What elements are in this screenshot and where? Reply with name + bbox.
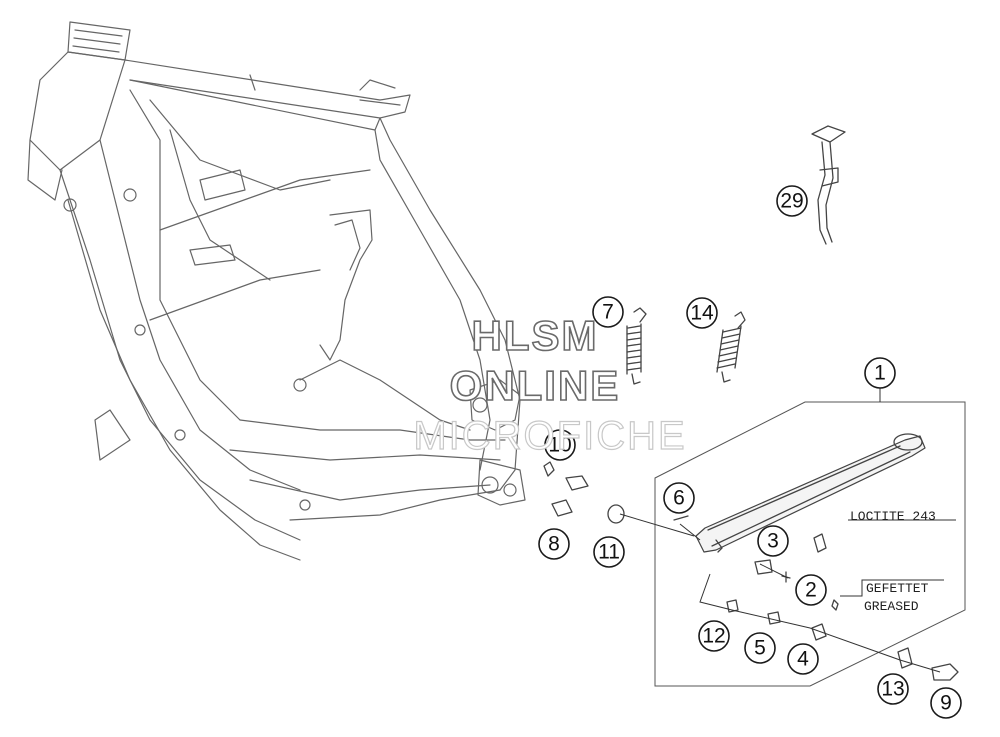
leader-lines: [619, 513, 956, 673]
callout-14[interactable]: 14: [686, 297, 718, 329]
callout-5[interactable]: 5: [744, 632, 776, 664]
callout-14-label: 14: [690, 302, 714, 325]
callout-29-label: 29: [780, 190, 803, 213]
callout-6-label: 6: [673, 487, 685, 510]
callout-2[interactable]: 2: [795, 574, 827, 606]
callout-8[interactable]: 8: [538, 528, 570, 560]
note-greased: GREASED: [864, 599, 919, 614]
callout-7-label: 7: [602, 301, 614, 324]
callout-5-label: 5: [754, 637, 766, 660]
callout-12[interactable]: 12: [698, 620, 730, 652]
callout-13[interactable]: 13: [877, 673, 909, 705]
part-1-side-stand: [695, 433, 926, 553]
callout-10-label: 10: [548, 434, 571, 457]
callout-1-label: 1: [874, 362, 886, 385]
callout-29[interactable]: 29: [776, 185, 808, 217]
part-14-spring: [716, 311, 746, 383]
callout-13-label: 13: [881, 678, 904, 701]
callout-9[interactable]: 9: [930, 687, 962, 719]
callout-4[interactable]: 4: [787, 643, 819, 675]
callout-10[interactable]: 10: [544, 429, 576, 461]
callout-12-label: 12: [702, 625, 725, 648]
part-1-kit-box: [654, 401, 966, 687]
callout-7[interactable]: 7: [592, 296, 624, 328]
part-29-drawing: [811, 125, 846, 245]
callout-8-label: 8: [548, 533, 560, 556]
callout-3[interactable]: 3: [757, 525, 789, 557]
watermark-line-1: HLSM: [471, 311, 599, 360]
callout-1[interactable]: 1: [864, 357, 896, 389]
note-loctite: LOCTITE 243: [850, 509, 936, 524]
callout-11[interactable]: 11: [593, 536, 625, 568]
part-7-spring: [626, 307, 647, 385]
callout-3-label: 3: [767, 530, 779, 553]
callout-4-label: 4: [797, 648, 809, 671]
note-gefettet: GEFETTET: [866, 581, 929, 596]
watermark-line-3: MICROFICHE: [413, 413, 687, 458]
motorcycle-frame-drawing: [27, 21, 526, 561]
watermark-line-2: ONLINE: [449, 361, 621, 410]
callout-9-label: 9: [940, 692, 952, 715]
callout-6[interactable]: 6: [663, 482, 695, 514]
callout-11-label: 11: [598, 541, 620, 564]
small-parts-drawing: [543, 461, 959, 681]
callout-2-label: 2: [805, 579, 817, 602]
